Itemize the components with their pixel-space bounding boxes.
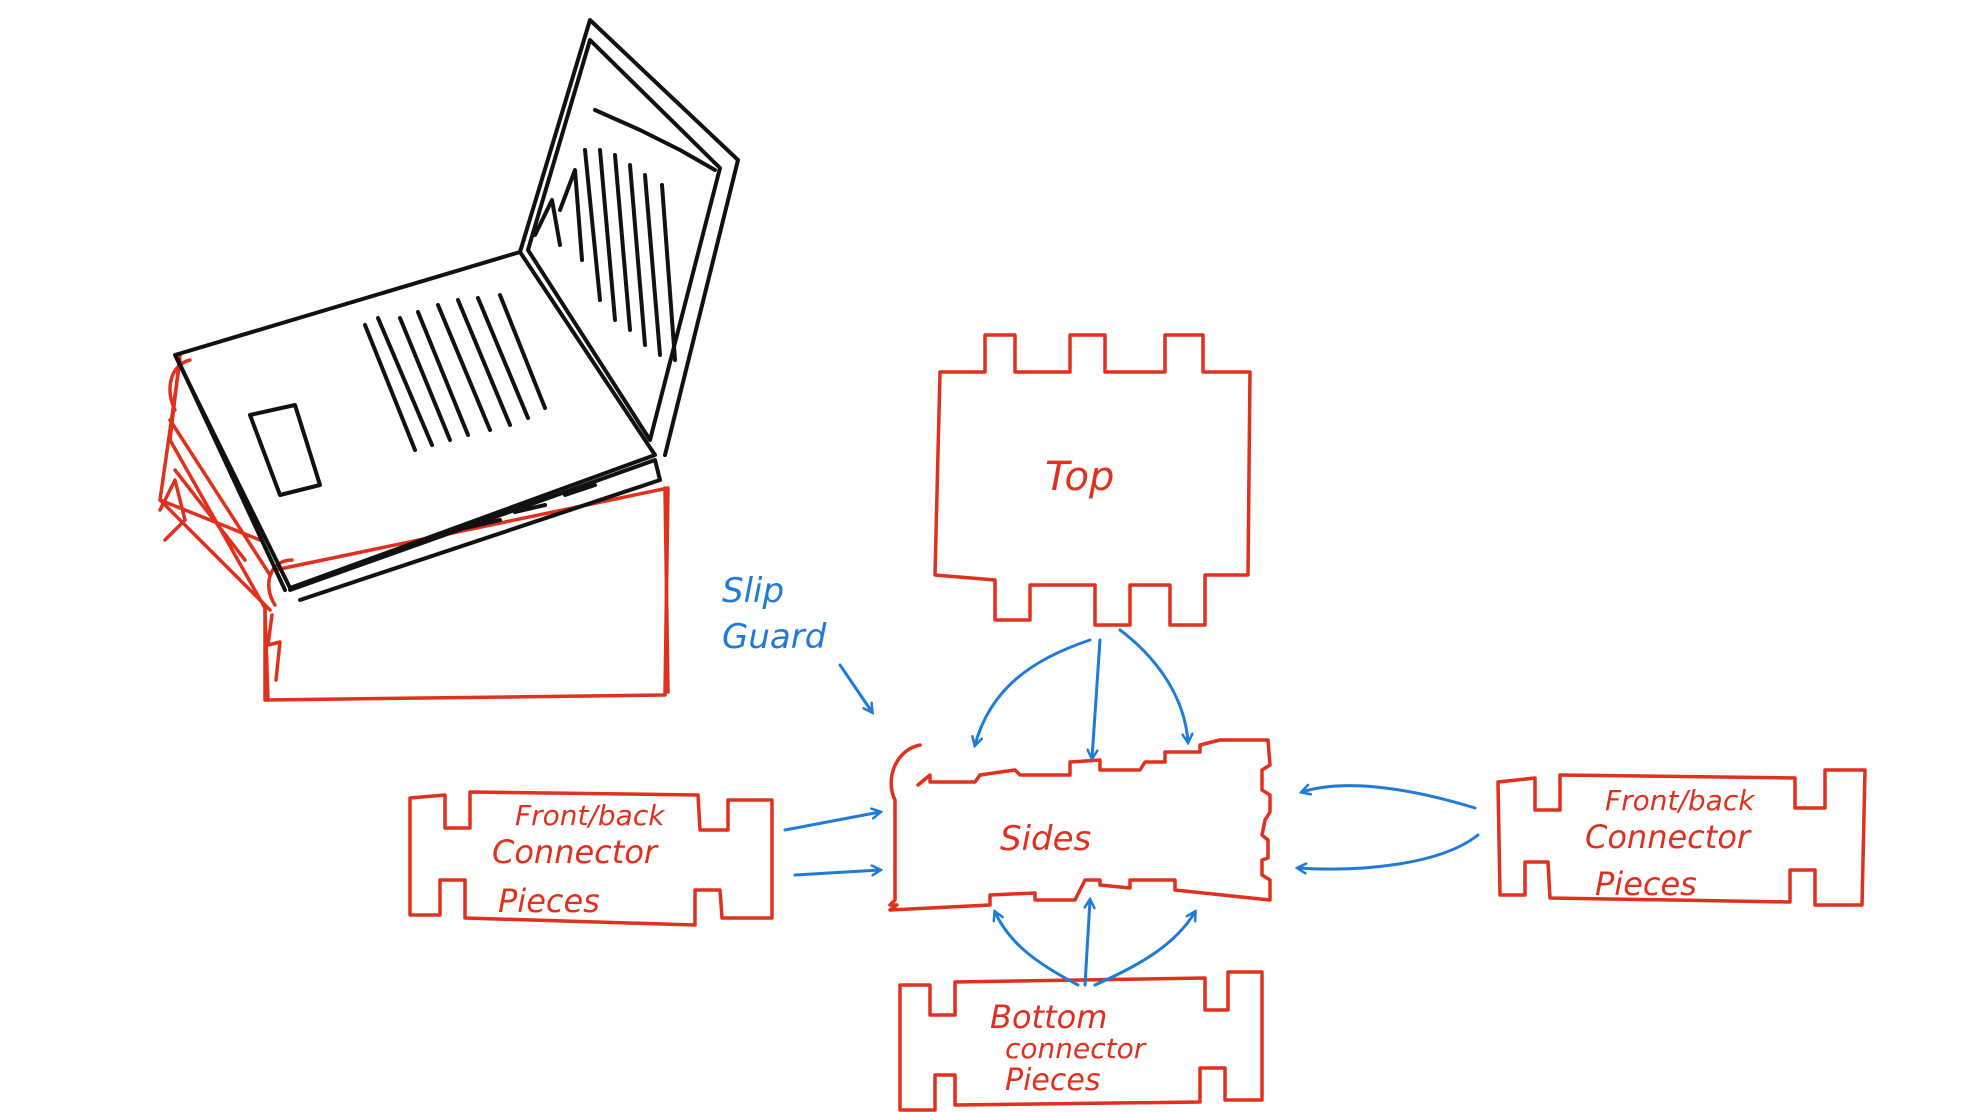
front-back-left-line1: Front/back: [515, 799, 666, 832]
arrow-bottom-to-sides-right: [1093, 912, 1195, 987]
top-panel: Top: [933, 333, 1252, 627]
slip-guard-annotation: Slip Guard: [722, 571, 872, 712]
arrow-top-to-sides-center: [1092, 638, 1102, 758]
bottom-line3: Pieces: [1005, 1063, 1100, 1098]
sides-panel: Sides: [888, 738, 1272, 912]
front-back-right-line2: Connector: [1585, 818, 1752, 856]
arrow-left-connector-upper: [783, 812, 880, 832]
arrow-bottom-to-sides-center: [1085, 900, 1090, 987]
front-back-right-line3: Pieces: [1595, 865, 1697, 903]
arrow-right-connector-upper: [1302, 786, 1477, 810]
front-back-connector-right: Front/back Connector Pieces: [1496, 768, 1867, 907]
front-back-left-line3: Pieces: [498, 882, 600, 920]
bottom-line1: Bottom: [990, 998, 1107, 1036]
laptop-on-stand-illustration: [158, 18, 740, 702]
laptop-base: [173, 250, 662, 602]
laptop-stand: [158, 353, 670, 702]
bottom-connector: Bottom connector Pieces: [898, 970, 1264, 1112]
arrow-bottom-to-sides-left: [995, 912, 1080, 987]
front-back-right-line1: Front/back: [1605, 784, 1756, 817]
bottom-line2: connector: [1005, 1032, 1147, 1065]
front-back-connector-left: Front/back Connector Pieces: [408, 790, 774, 927]
arrow-left-connector-lower: [793, 870, 880, 875]
front-back-left-line2: Connector: [492, 833, 659, 871]
arrow-right-connector-lower: [1298, 833, 1480, 869]
assembly-arrows: [783, 628, 1480, 987]
arrow-top-to-sides-left: [975, 638, 1092, 745]
slip-guard-line2: Guard: [722, 617, 827, 657]
slip-guard-line1: Slip: [722, 571, 784, 611]
sides-label: Sides: [1000, 819, 1091, 859]
top-label: Top: [1045, 454, 1114, 500]
slip-guard-arrow: [838, 663, 872, 712]
laptop-screen: [518, 18, 740, 457]
arrow-top-to-sides-right: [1118, 628, 1188, 742]
